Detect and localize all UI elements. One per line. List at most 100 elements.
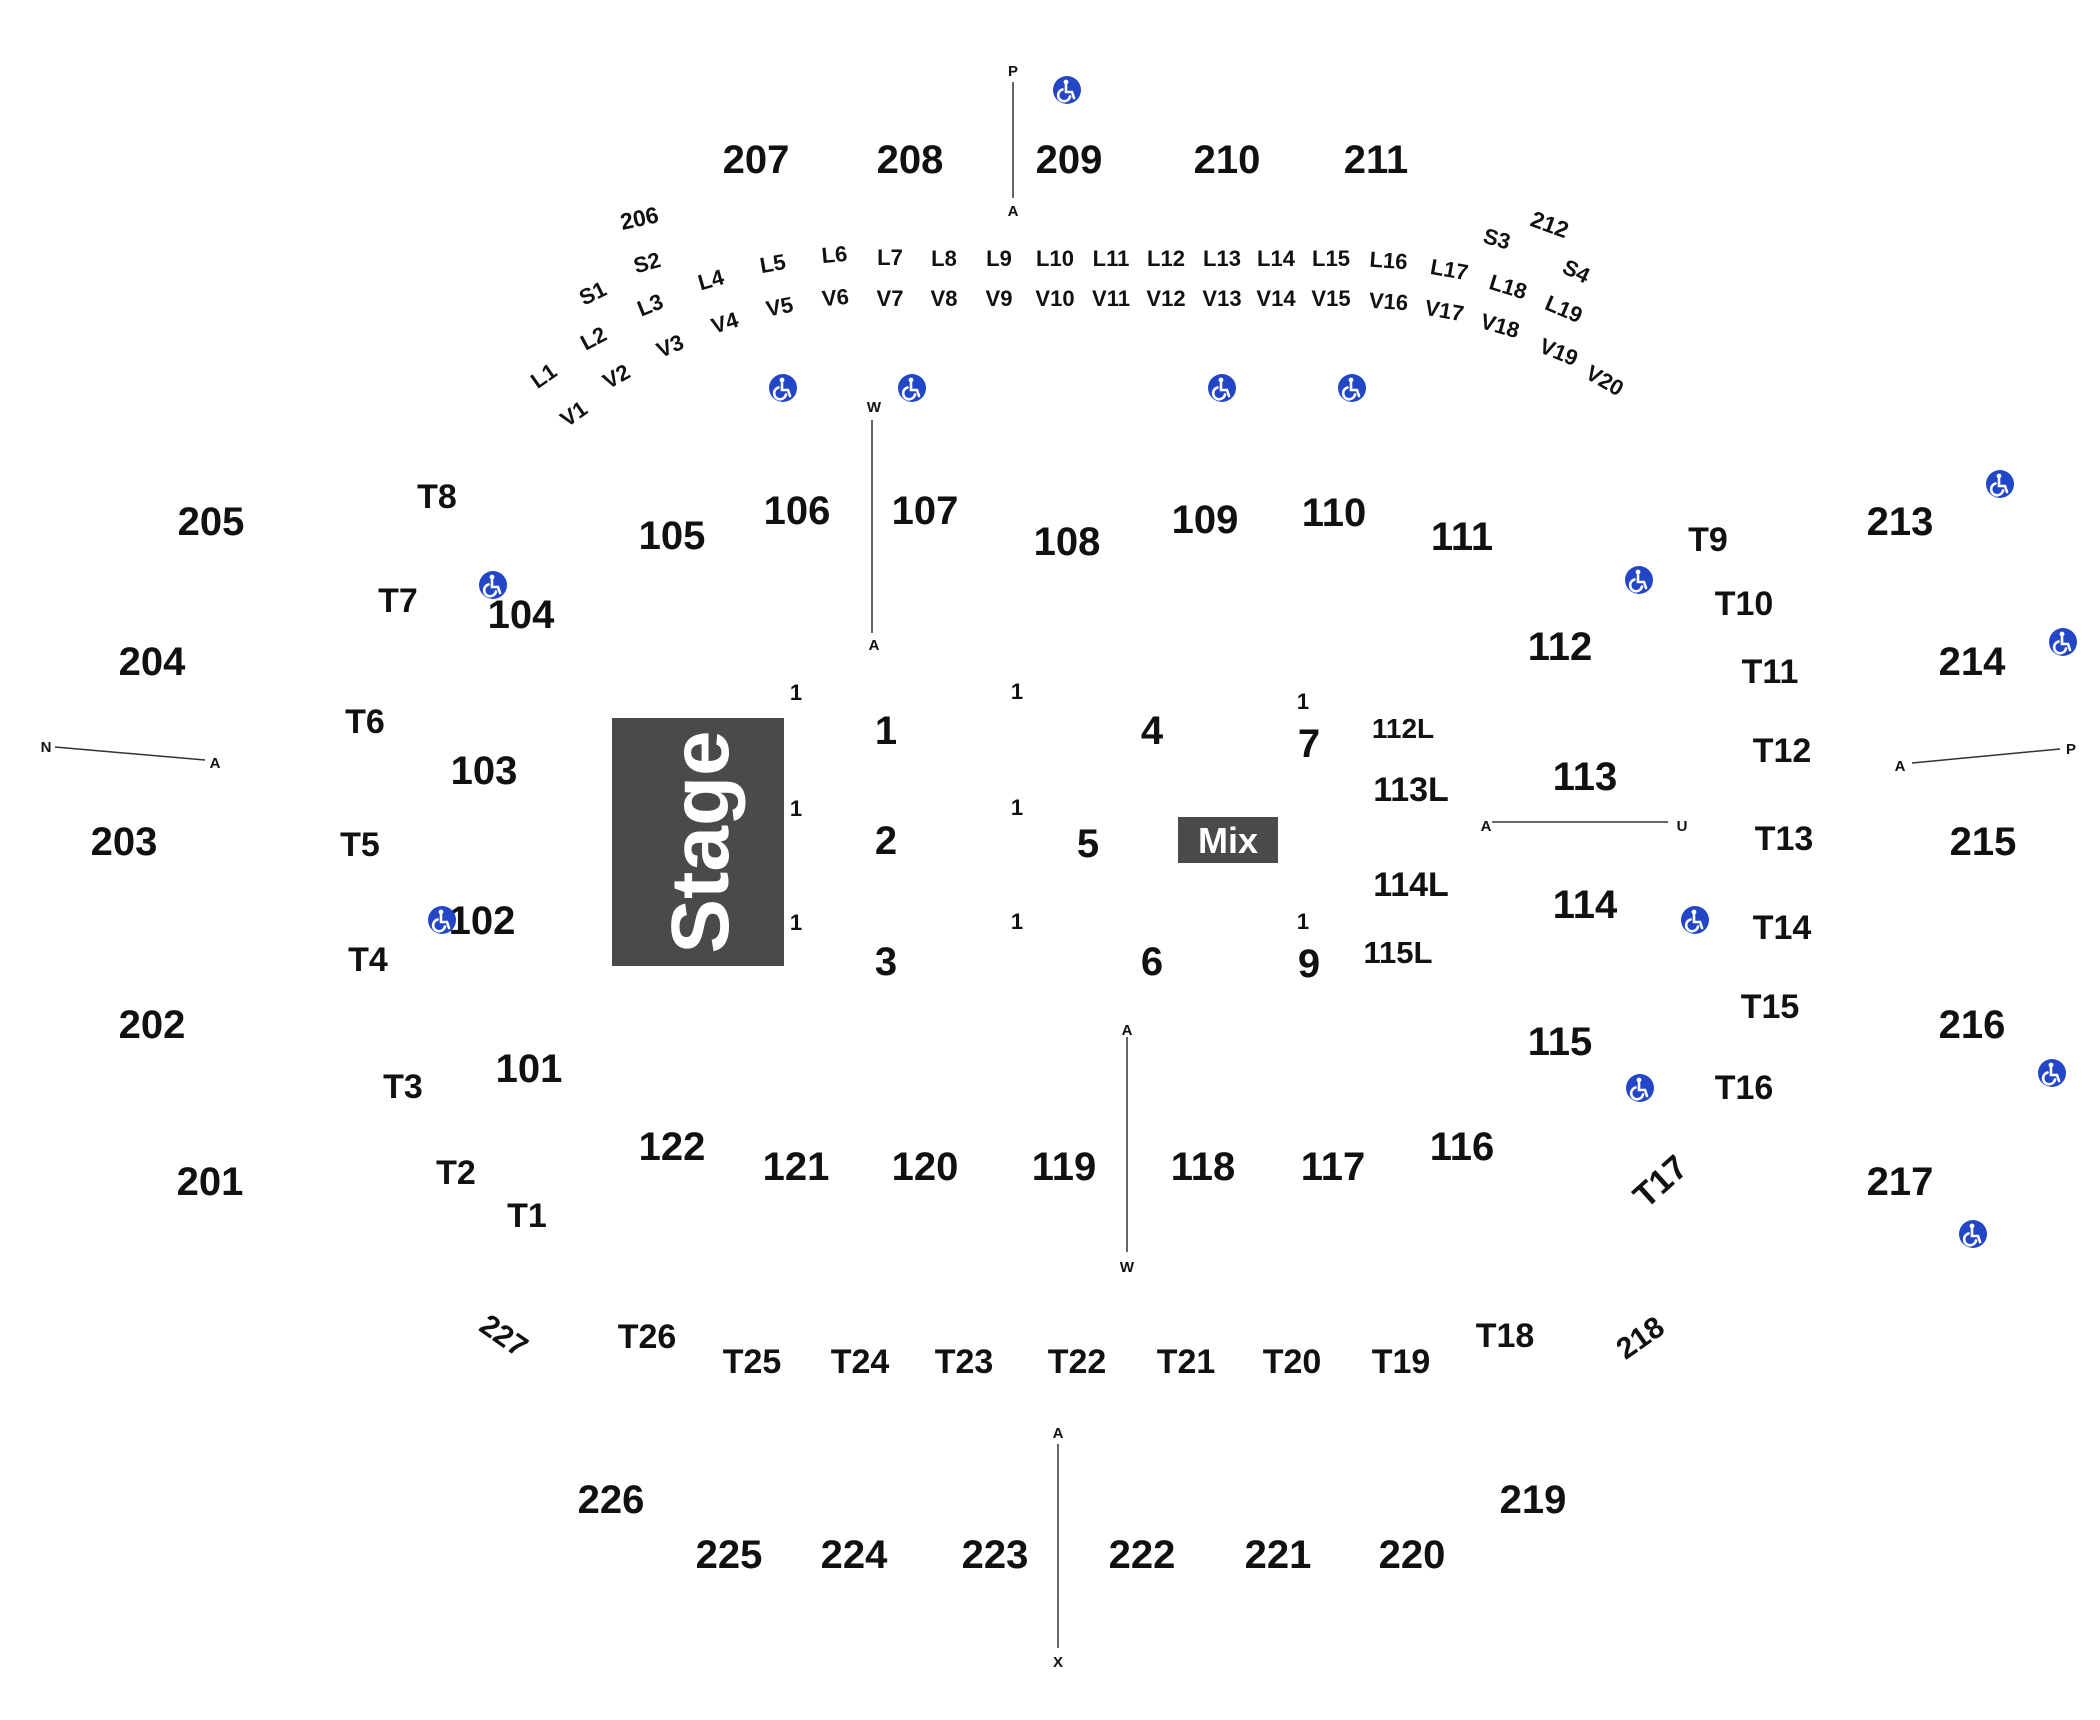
upper-section[interactable]: 213 bbox=[1867, 500, 1934, 544]
loge-box[interactable]: L6 bbox=[820, 241, 848, 268]
loge-box[interactable]: L16 bbox=[1369, 247, 1409, 275]
loge-box[interactable]: L19 bbox=[1542, 290, 1587, 328]
table-section[interactable]: T8 bbox=[417, 478, 457, 516]
floor-section[interactable]: 1 bbox=[875, 709, 897, 753]
table-section[interactable]: T22 bbox=[1048, 1343, 1107, 1381]
upper-section[interactable]: 219 bbox=[1500, 1478, 1567, 1522]
loge-box[interactable]: L17 bbox=[1428, 254, 1470, 285]
upper-section[interactable]: 220 bbox=[1379, 1533, 1446, 1577]
floor-section[interactable]: 4 bbox=[1141, 709, 1164, 753]
lower-section[interactable]: 114 bbox=[1553, 883, 1618, 927]
lower-section[interactable]: 116 bbox=[1430, 1125, 1495, 1169]
loge-box[interactable]: L11 bbox=[1093, 246, 1130, 271]
upper-section[interactable]: 215 bbox=[1950, 820, 2017, 864]
lower-section[interactable]: 121 bbox=[763, 1145, 830, 1189]
lower-section[interactable]: 109 bbox=[1172, 498, 1239, 542]
table-section[interactable]: T12 bbox=[1753, 732, 1812, 770]
table-section[interactable]: T25 bbox=[723, 1343, 782, 1381]
vip-box[interactable]: V6 bbox=[821, 284, 850, 311]
vip-box[interactable]: V10 bbox=[1035, 286, 1074, 311]
table-section[interactable]: T1 bbox=[507, 1197, 547, 1235]
table-section[interactable]: T6 bbox=[345, 703, 385, 741]
floor-section[interactable]: 9 bbox=[1298, 942, 1320, 986]
vip-box[interactable]: V8 bbox=[931, 286, 958, 311]
vip-box[interactable]: V18 bbox=[1478, 308, 1523, 343]
lower-section[interactable]: 112 bbox=[1528, 625, 1593, 669]
lower-section[interactable]: 106 bbox=[764, 489, 831, 533]
upper-section[interactable]: 224 bbox=[821, 1533, 888, 1577]
vip-box[interactable]: V19 bbox=[1536, 333, 1582, 371]
loge-box[interactable]: L8 bbox=[931, 246, 957, 271]
table-section[interactable]: T17 bbox=[1626, 1148, 1695, 1215]
vip-box[interactable]: V2 bbox=[599, 359, 635, 394]
lower-section[interactable]: 118 bbox=[1171, 1145, 1236, 1189]
table-section[interactable]: T19 bbox=[1372, 1343, 1431, 1381]
vip-box[interactable]: V5 bbox=[764, 292, 795, 322]
loge-box[interactable]: L9 bbox=[986, 246, 1012, 271]
table-section[interactable]: T24 bbox=[831, 1343, 890, 1381]
table-section[interactable]: T3 bbox=[383, 1068, 423, 1106]
lower-section[interactable]: 107 bbox=[892, 489, 959, 533]
upper-section[interactable]: 201 bbox=[177, 1160, 244, 1204]
table-section[interactable]: T5 bbox=[340, 826, 380, 864]
upper-section[interactable]: 208 bbox=[877, 138, 944, 182]
table-section[interactable]: T2 bbox=[436, 1154, 476, 1192]
lower-section[interactable]: 101 bbox=[496, 1047, 563, 1091]
stage[interactable] bbox=[612, 718, 784, 966]
table-section[interactable]: T18 bbox=[1476, 1317, 1535, 1355]
floor-section[interactable]: 6 bbox=[1141, 940, 1163, 984]
upper-section[interactable]: 226 bbox=[578, 1478, 645, 1522]
upper-section[interactable]: 202 bbox=[119, 1003, 186, 1047]
lower-section[interactable]: 103 bbox=[451, 749, 518, 793]
table-section[interactable]: T10 bbox=[1715, 585, 1774, 623]
lower-section[interactable]: 113 bbox=[1553, 755, 1618, 799]
table-section[interactable]: T14 bbox=[1753, 909, 1812, 947]
upper-section[interactable]: 210 bbox=[1194, 138, 1261, 182]
upper-section[interactable]: 222 bbox=[1109, 1533, 1176, 1577]
upper-section[interactable]: 216 bbox=[1939, 1003, 2006, 1047]
floor-side-section[interactable]: 112L bbox=[1372, 713, 1434, 744]
table-section[interactable]: T26 bbox=[618, 1318, 677, 1356]
vip-box[interactable]: V7 bbox=[877, 286, 904, 311]
suite[interactable]: S2 bbox=[631, 247, 663, 278]
vip-box[interactable]: V1 bbox=[556, 396, 592, 432]
upper-corner-section[interactable]: 227 bbox=[473, 1308, 533, 1364]
upper-corner-section[interactable]: 218 bbox=[1611, 1310, 1671, 1366]
vip-box[interactable]: V17 bbox=[1423, 295, 1466, 326]
lower-section[interactable]: 115 bbox=[1528, 1020, 1593, 1064]
table-section[interactable]: T4 bbox=[348, 941, 388, 979]
lower-section[interactable]: 105 bbox=[639, 514, 706, 558]
lower-section[interactable]: 111 bbox=[1431, 515, 1493, 559]
vip-box[interactable]: V14 bbox=[1256, 286, 1296, 311]
upper-section[interactable]: 214 bbox=[1939, 640, 2006, 684]
lower-section[interactable]: 104 bbox=[488, 593, 555, 637]
table-section[interactable]: T9 bbox=[1688, 521, 1728, 559]
vip-box[interactable]: V15 bbox=[1311, 286, 1350, 311]
floor-side-section[interactable]: 114L bbox=[1373, 866, 1449, 904]
table-section[interactable]: T23 bbox=[935, 1343, 994, 1381]
lower-section[interactable]: 110 bbox=[1302, 491, 1367, 535]
loge-box[interactable]: L13 bbox=[1203, 246, 1241, 271]
upper-section[interactable]: 217 bbox=[1867, 1160, 1934, 1204]
upper-corner-section[interactable]: 206 bbox=[618, 201, 661, 234]
table-section[interactable]: T13 bbox=[1755, 820, 1814, 858]
vip-box[interactable]: V11 bbox=[1092, 286, 1130, 311]
vip-box[interactable]: V16 bbox=[1368, 288, 1409, 316]
floor-section[interactable]: 3 bbox=[875, 940, 897, 984]
loge-box[interactable]: L2 bbox=[576, 321, 610, 355]
upper-section[interactable]: 225 bbox=[696, 1533, 763, 1577]
upper-section[interactable]: 211 bbox=[1344, 138, 1409, 182]
table-section[interactable]: T15 bbox=[1741, 988, 1800, 1026]
loge-box[interactable]: L14 bbox=[1257, 246, 1296, 271]
loge-box[interactable]: L12 bbox=[1147, 246, 1185, 271]
upper-section[interactable]: 223 bbox=[962, 1533, 1029, 1577]
lower-section[interactable]: 102 bbox=[449, 899, 516, 943]
floor-section[interactable]: 7 bbox=[1298, 722, 1320, 766]
loge-box[interactable]: L4 bbox=[695, 264, 727, 295]
loge-box[interactable]: L10 bbox=[1036, 246, 1074, 271]
table-section[interactable]: T11 bbox=[1742, 653, 1799, 691]
floor-section[interactable]: 2 bbox=[875, 819, 897, 863]
mix-position[interactable] bbox=[1178, 817, 1278, 863]
upper-section[interactable]: 221 bbox=[1245, 1533, 1312, 1577]
loge-box[interactable]: L7 bbox=[877, 245, 903, 270]
